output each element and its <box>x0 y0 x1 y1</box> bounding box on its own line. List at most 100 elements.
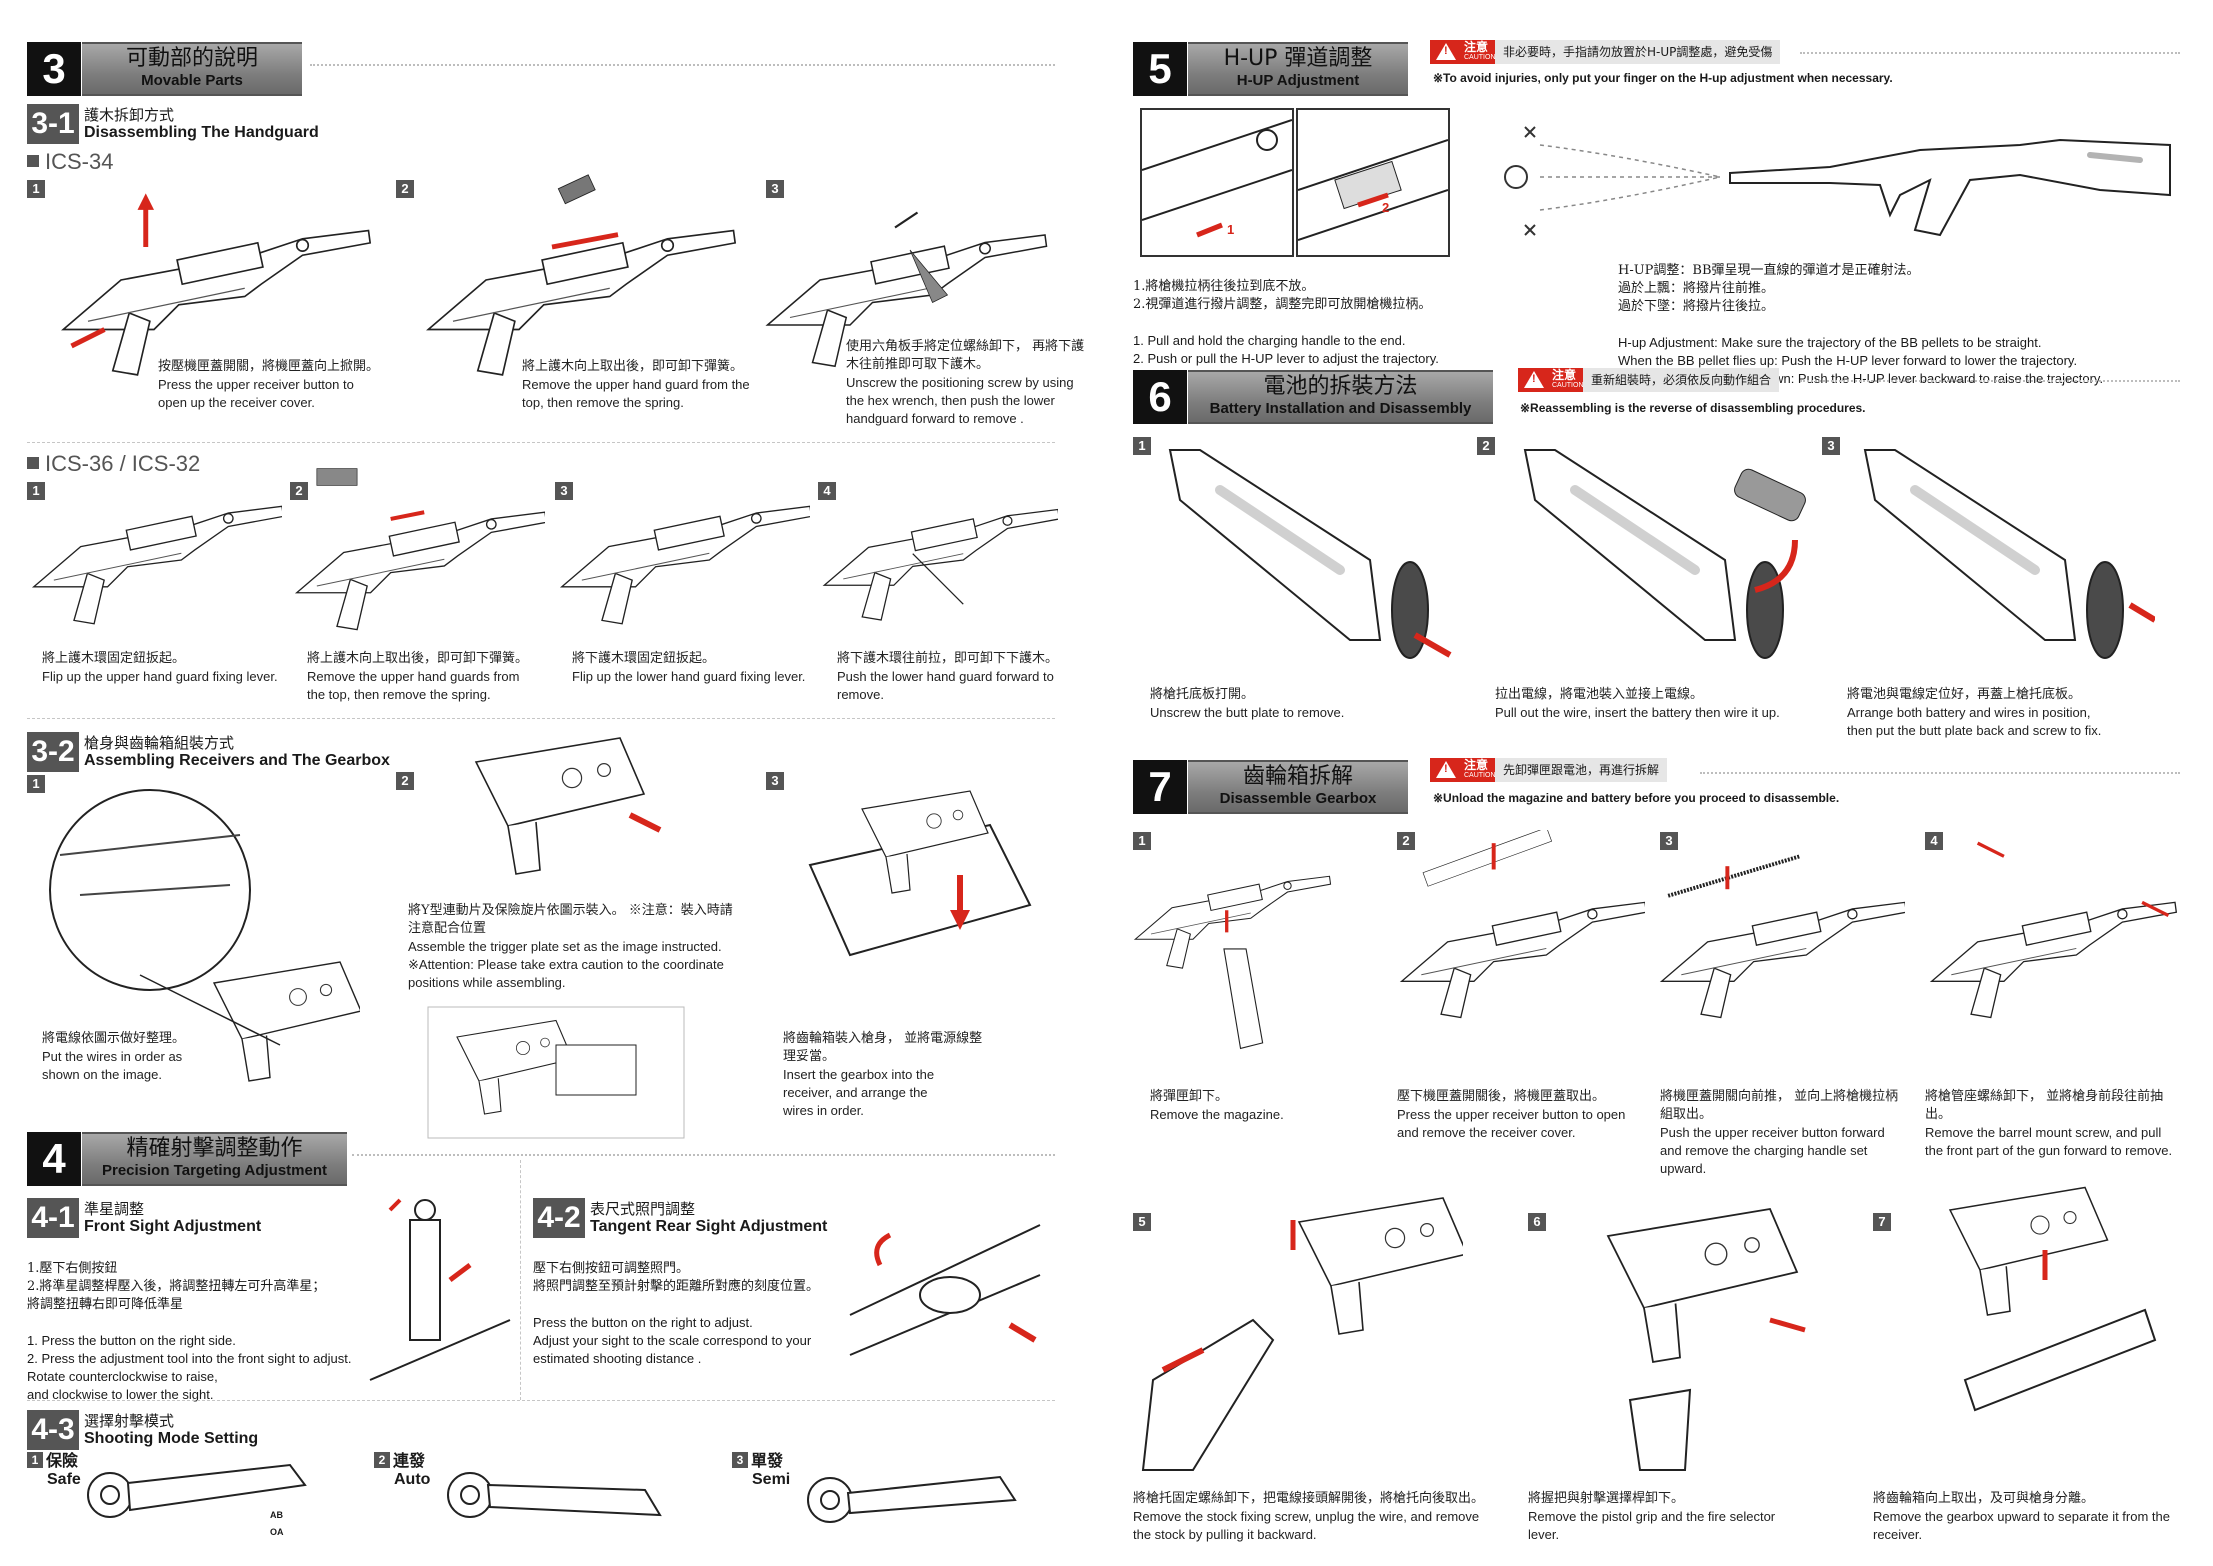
section-6-banner: 電池的拆裝方法 Battery Installation and Disasse… <box>1188 370 1493 424</box>
step-badge: 3 <box>1660 832 1678 850</box>
step-badge: 4 <box>818 482 836 500</box>
mode-zh: 單發 <box>751 1451 784 1470</box>
step-caption: 將槍托底板打開。 Unscrew the butt plate to remov… <box>1150 686 1450 722</box>
subsection-3-2-title-zh: 槍身與齒輪箱組裝方式 <box>84 734 235 752</box>
caption-zh: 將電池與電線定位好，再蓋上槍托底板。 <box>1847 687 2082 702</box>
hup-lever-illustration: 2 <box>1296 108 1450 257</box>
selector-lever-semi <box>800 1455 1030 1540</box>
step-caption: 將Y型連動片及保險旋片依圖示裝入。 ※注意：裝入時請注意配合位置 Assembl… <box>408 902 738 992</box>
step-badge: 1 <box>27 775 45 793</box>
caption-zh: 壓下機匣蓋開關後，將機匣蓋取出。 <box>1397 1089 1606 1104</box>
charging-handle-illustration: 1 <box>1140 108 1294 257</box>
step-caption: 將上護木向上取出後，即可卸下彈簧。 Remove the upper hand … <box>522 358 762 412</box>
caption-en: Remove the upper hand guard from the top… <box>522 377 750 410</box>
step-caption: 將下護木環固定鈕扳起。 Flip up the lower hand guard… <box>572 650 832 686</box>
step-badge: 1 <box>1133 437 1151 455</box>
warning-icon <box>1436 43 1456 60</box>
step-caption: 將槍管座螺絲卸下， 並將槍身前段往前抽出。 Remove the barrel … <box>1925 1088 2185 1160</box>
caption-en: Push the lower hand guard forward to rem… <box>837 669 1054 702</box>
section-4-title-zh: 精確射擊調整動作 <box>126 1136 303 1161</box>
section-3-title-en: Movable Parts <box>141 72 243 89</box>
mode-en: Semi <box>752 1471 791 1488</box>
caption-zh: 將槍托固定螺絲卸下，把電線接頭解開後，將槍托向後取出。 <box>1133 1491 1485 1506</box>
caption-zh: 將槍托底板打開。 <box>1150 687 1255 702</box>
section-5-banner: H-UP 彈道調整 H-UP Adjustment <box>1188 42 1408 96</box>
step-badge: 3 <box>766 180 784 198</box>
receiver-illustration <box>40 775 360 1095</box>
step-caption: 將齒輪箱裝入槍身， 並將電源線整理妥當。 Insert the gearbox … <box>783 1030 983 1120</box>
rifle-illustration <box>420 150 750 410</box>
stock-closed-illustration <box>1855 440 2155 680</box>
model-label-ics36: ICS-36 / ICS-32 <box>27 452 200 476</box>
rifle-illustration <box>27 470 282 650</box>
selector-lever-safe <box>80 1455 320 1540</box>
step-caption: 壓下機匣蓋開關後，將機匣蓋取出。 Press the upper receive… <box>1397 1088 1647 1142</box>
rifle-illustration <box>1130 830 1340 1090</box>
section-6-number: 6 <box>1133 370 1187 424</box>
caption-zh: 使用六角板手將定位螺絲卸下， 再將下護木往前推即可取下護木。 <box>846 339 1085 372</box>
section-5-number: 5 <box>1133 42 1187 96</box>
caption-zh: 將彈匣卸下。 <box>1150 1089 1229 1104</box>
step-badge: 5 <box>1133 1213 1151 1231</box>
section-4-banner: 精確射擊調整動作 Precision Targeting Adjustment <box>82 1132 347 1186</box>
step-caption: 將上護木向上取出後，即可卸下彈簧。 Remove the upper hand … <box>307 650 567 704</box>
instructions-zh: 1.將槍機拉柄往後拉到底不放。 2.視彈道進行撥片調整，調整完即可放開槍機拉柄。 <box>1133 279 1432 312</box>
divider <box>520 1160 521 1400</box>
step-badge: 2 <box>396 772 414 790</box>
mode-number: 2 <box>374 1452 390 1468</box>
caption-zh: 拉出電線，將電池裝入並接上電線。 <box>1495 687 1704 702</box>
step-badge: 4 <box>1925 832 1943 850</box>
step-caption: 將槍托固定螺絲卸下，把電線接頭解開後，將槍托向後取出。 Remove the s… <box>1133 1490 1493 1544</box>
step-badge: 1 <box>1133 832 1151 850</box>
subsection-4-3-title-zh: 選擇射擊模式 <box>84 1412 175 1430</box>
rifle-illustration <box>1655 830 1905 1080</box>
step-badge: 2 <box>1397 832 1415 850</box>
step-badge: 1 <box>27 482 45 500</box>
divider <box>27 718 1055 719</box>
subsection-4-2-title-en: Tangent Rear Sight Adjustment <box>590 1218 828 1235</box>
mode-number: 1 <box>27 1452 43 1468</box>
caption-zh: 將Y型連動片及保險旋片依圖示裝入。 ※注意：裝入時請注意配合位置 <box>408 903 733 936</box>
gearbox-removal-illustration <box>1935 1180 2165 1420</box>
subsection-3-1-number: 3-1 <box>27 104 79 144</box>
caption-en: Remove the stock fixing screw, unplug th… <box>1133 1509 1480 1542</box>
caution-label-en: CAUTION <box>1464 54 1496 61</box>
caption-en: Remove the barrel mount screw, and pull … <box>1925 1125 2173 1158</box>
step-caption: 將握把與射擊選擇桿卸下。 Remove the pistol grip and … <box>1528 1490 1808 1544</box>
subsection-4-1-number: 4-1 <box>27 1198 79 1238</box>
caption-en: Arrange both battery and wires in positi… <box>1847 705 2102 738</box>
rifle-illustration <box>555 470 810 650</box>
caption-en: Remove the magazine. <box>1150 1107 1284 1122</box>
subsection-4-3-title: 選擇射擊模式 Shooting Mode Setting <box>84 1412 258 1448</box>
divider <box>1800 380 2180 382</box>
divider <box>352 1154 1055 1156</box>
section-3-number: 3 <box>27 42 81 96</box>
mode-en: Safe <box>47 1471 81 1488</box>
caption-zh: 將齒輪箱向上取出，及可與槍身分離。 <box>1873 1491 2095 1506</box>
grip-removal-illustration <box>1580 1180 1830 1480</box>
caution-label-zh: 注意 <box>1464 40 1489 54</box>
caption-zh: 按壓機匣蓋開關，將機匣蓋向上掀開。 <box>158 359 380 374</box>
instructions-zh: 壓下右側按鈕可調整照門。 將照門調整至預計射擊的距離所對應的刻度位置。 <box>533 1261 820 1294</box>
stock-removal-illustration <box>1133 1180 1463 1480</box>
step-badge: 3 <box>1822 437 1840 455</box>
mode-zh: 連發 <box>393 1451 426 1470</box>
warning-icon <box>1524 371 1544 388</box>
caution-badge: 注意 CAUTION <box>1430 40 1502 64</box>
trigger-plate-illustration <box>426 1005 686 1140</box>
caption-zh: 將握把與射擊選擇桿卸下。 <box>1528 1491 1685 1506</box>
caption-en: Push the upper receiver button forward a… <box>1660 1125 1885 1176</box>
caption-en: Press the upper receiver button to open … <box>1397 1107 1626 1140</box>
caption-en: Put the wires in order as shown on the i… <box>42 1049 183 1082</box>
trajectory-illustration <box>1500 105 2180 245</box>
caption-en: Remove the gearbox upward to separate it… <box>1873 1509 2170 1542</box>
step-badge: 1 <box>27 180 45 198</box>
step-caption: 將齒輪箱向上取出，及可與槍身分離。 Remove the gearbox upw… <box>1873 1490 2183 1544</box>
caption-zh: 將上護木向上取出後，即可卸下彈簧。 <box>307 651 529 666</box>
section-7-title-zh: 齒輪箱拆解 <box>1242 764 1353 789</box>
mode-en: Auto <box>394 1471 431 1488</box>
callout-label: 1 <box>1227 222 1235 237</box>
